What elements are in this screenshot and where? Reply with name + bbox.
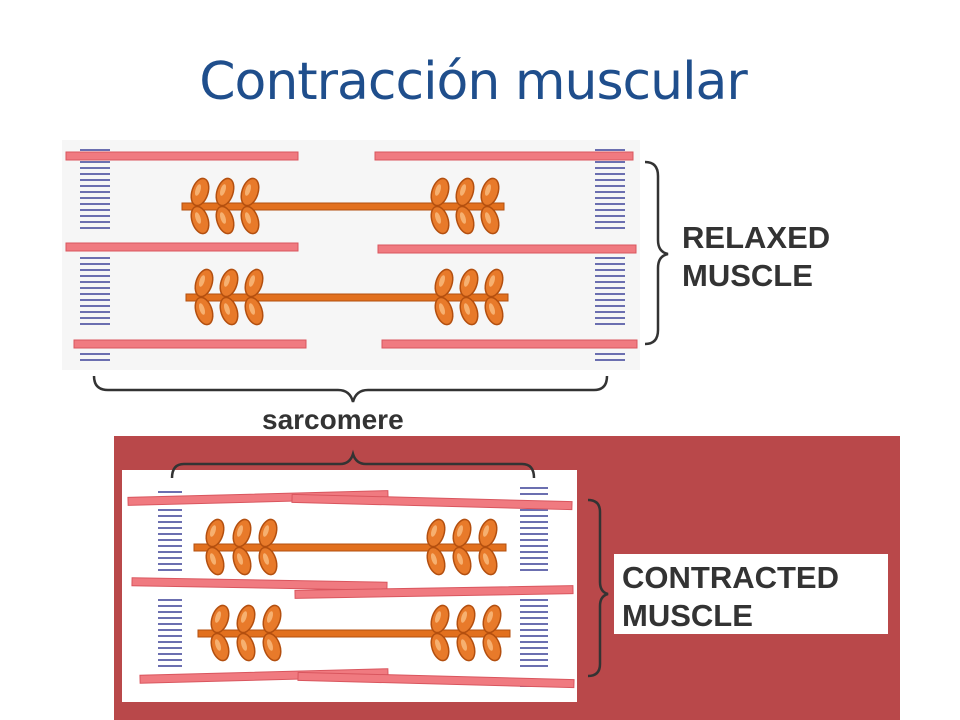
sarcomere-label: sarcomere bbox=[262, 404, 404, 435]
contracted-actin-filaments bbox=[127, 490, 575, 689]
contracted-myosin-filament-top bbox=[193, 516, 507, 578]
contracted-sarcomere-bracket bbox=[170, 449, 536, 479]
myosin-filament-top bbox=[181, 175, 505, 237]
actin-filaments bbox=[65, 151, 638, 349]
relaxed-label-line1: RELAXED bbox=[682, 220, 830, 255]
relaxed-panel bbox=[62, 140, 669, 403]
relaxed-bracket bbox=[644, 160, 669, 346]
contracted-label-box bbox=[614, 554, 888, 634]
contracted-label-line1: CONTRACTED bbox=[622, 560, 839, 595]
contracted-label-line2: MUSCLE bbox=[622, 598, 753, 633]
relaxed-label-line2: MUSCLE bbox=[682, 258, 813, 293]
contracted-panel bbox=[114, 436, 900, 720]
myosin-filament-bottom bbox=[185, 266, 509, 328]
sarcomere-bracket bbox=[92, 375, 609, 403]
contracted-myosin-filament-bottom bbox=[197, 602, 511, 664]
contracted-bracket bbox=[587, 498, 609, 678]
z-disc-left bbox=[80, 149, 110, 361]
slide-title: Contracción muscular bbox=[199, 52, 748, 112]
